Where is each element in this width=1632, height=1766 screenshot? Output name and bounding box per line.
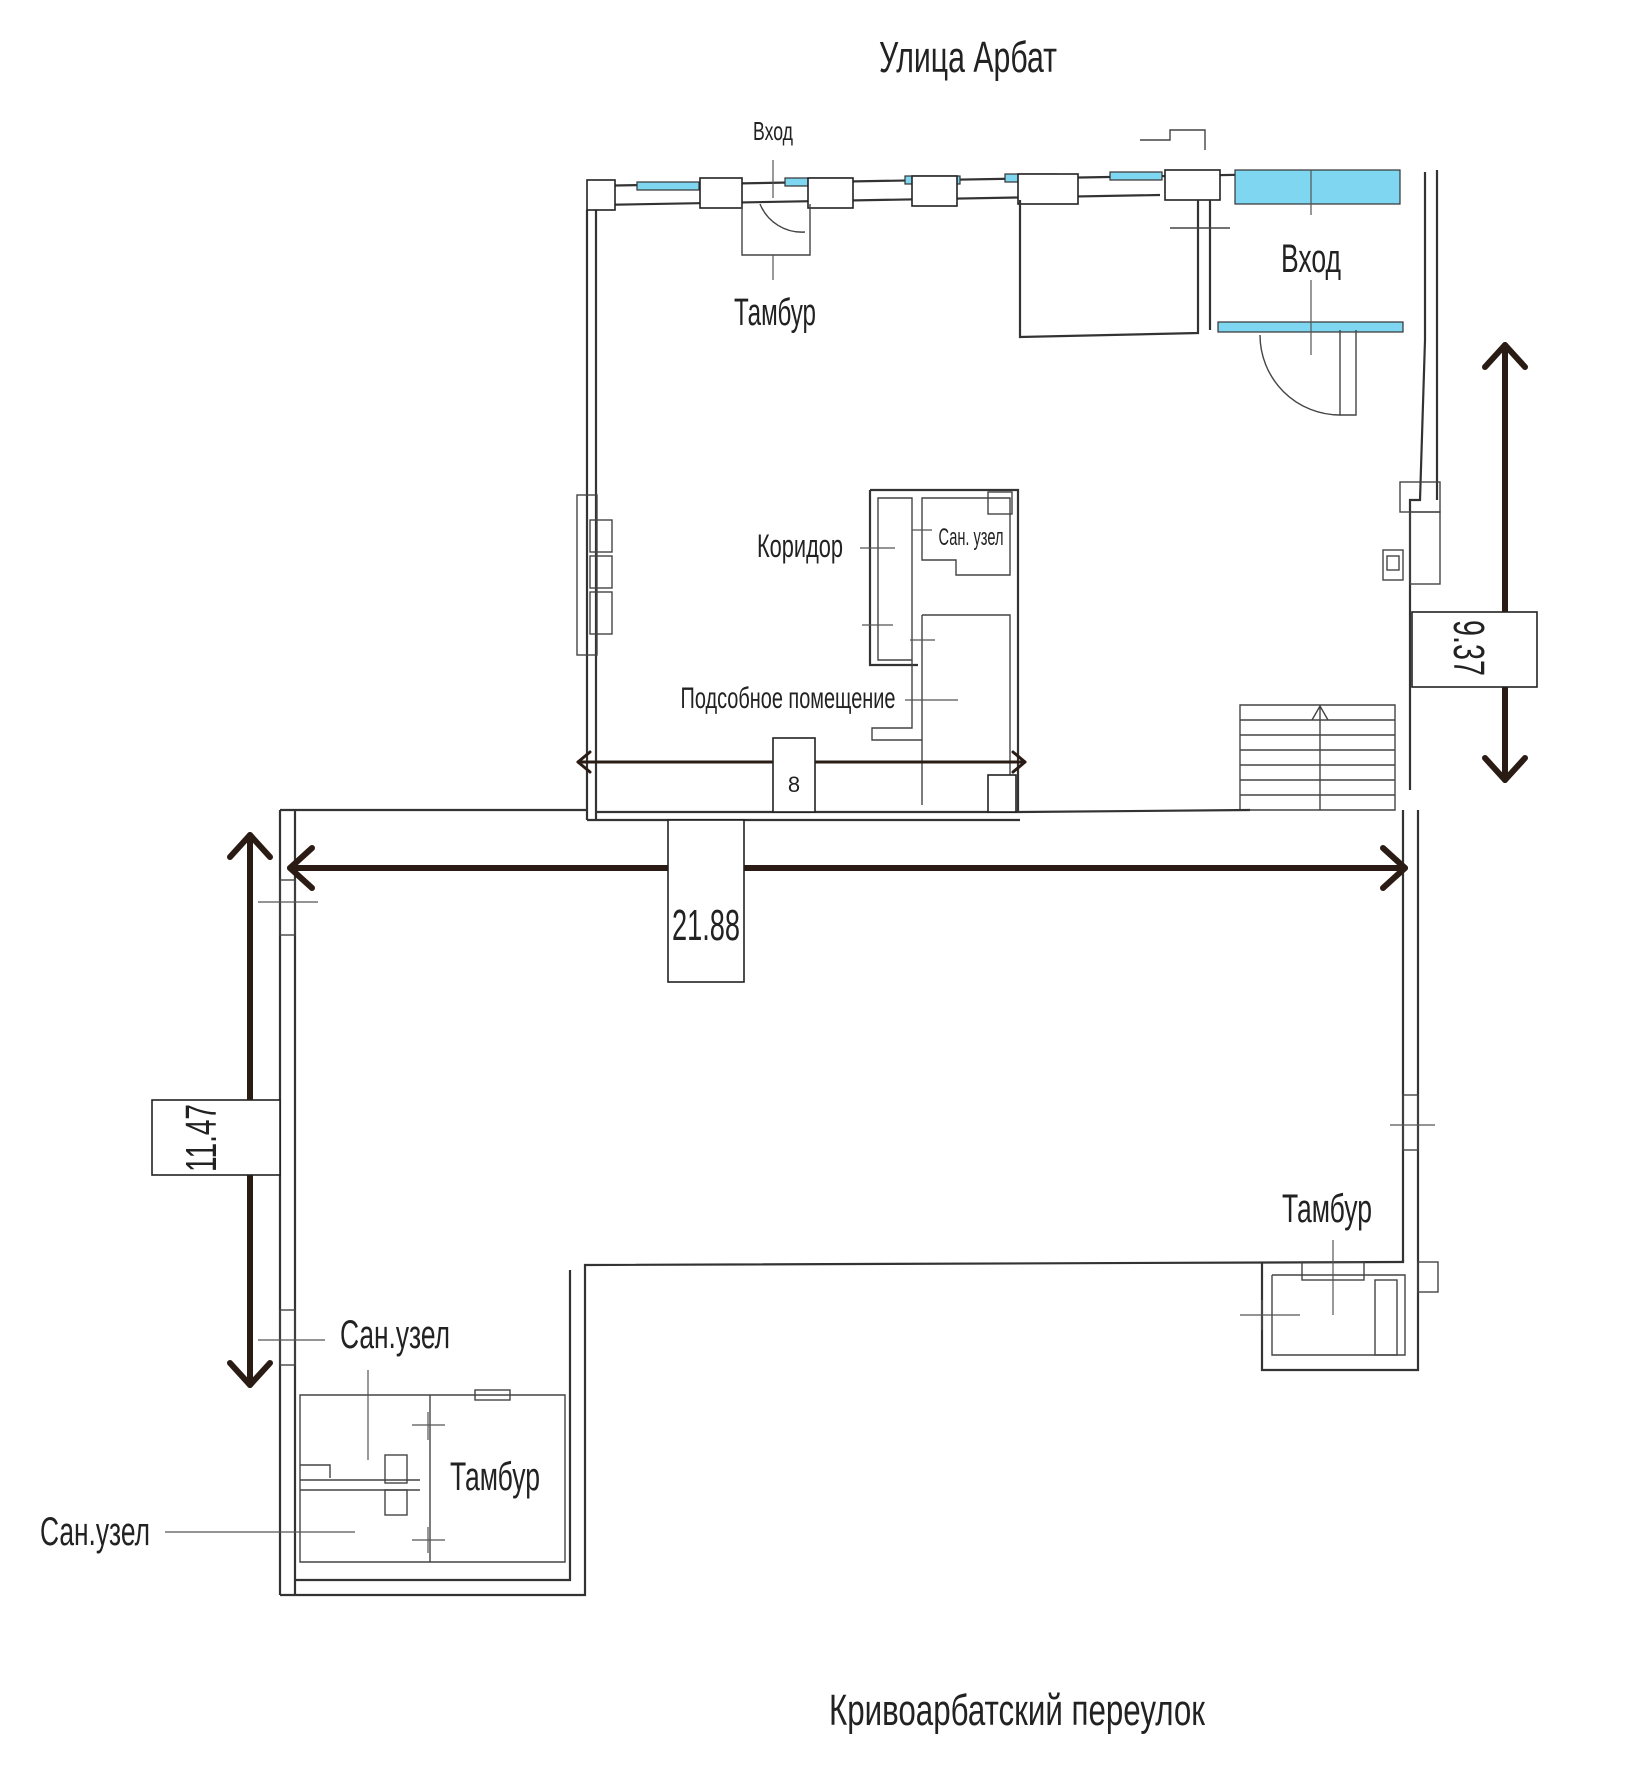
bottom-left-rooms	[165, 1370, 566, 1563]
vestibule-top-label: Тамбур	[734, 292, 816, 334]
dimension-total-width	[287, 819, 1408, 983]
vestibule-right-label: Тамбур	[1282, 1187, 1372, 1231]
dimension-total-width-label: 21.88	[672, 901, 740, 950]
top-vestibule	[741, 160, 811, 280]
wc-bottom-left-label: Сан.узел	[40, 1510, 150, 1554]
wc-upper-label: Сан. узел	[939, 524, 1004, 551]
lower-hall-walls	[258, 808, 1435, 1597]
entrance-room	[1018, 129, 1357, 416]
dimension-right-height	[1411, 342, 1538, 783]
dimension-left-height-label: 11.47	[177, 1104, 226, 1172]
utility-room-label: Подсобное помещение	[681, 682, 896, 715]
wc-lower-label: Сан.узел	[340, 1313, 450, 1357]
entrance-large-label: Вход	[1281, 237, 1341, 281]
stair-and-column	[1239, 481, 1441, 811]
dimension-upper-width-label: 8	[788, 772, 800, 797]
right-vestibule	[1240, 1240, 1439, 1372]
street-top-label: Улица Арбат	[879, 33, 1057, 82]
entrance-small-label: Вход	[753, 116, 793, 146]
corridor-label: Коридор	[757, 528, 843, 564]
dimension-right-height-label: 9.37	[1444, 620, 1493, 676]
service-block	[860, 488, 1020, 813]
vestibule-bottom-label: Тамбур	[450, 1455, 540, 1499]
dimension-upper-width	[576, 737, 1027, 813]
dimension-left-height	[151, 832, 281, 1388]
street-bottom-label: Кривоарбатский переулок	[829, 1686, 1206, 1735]
